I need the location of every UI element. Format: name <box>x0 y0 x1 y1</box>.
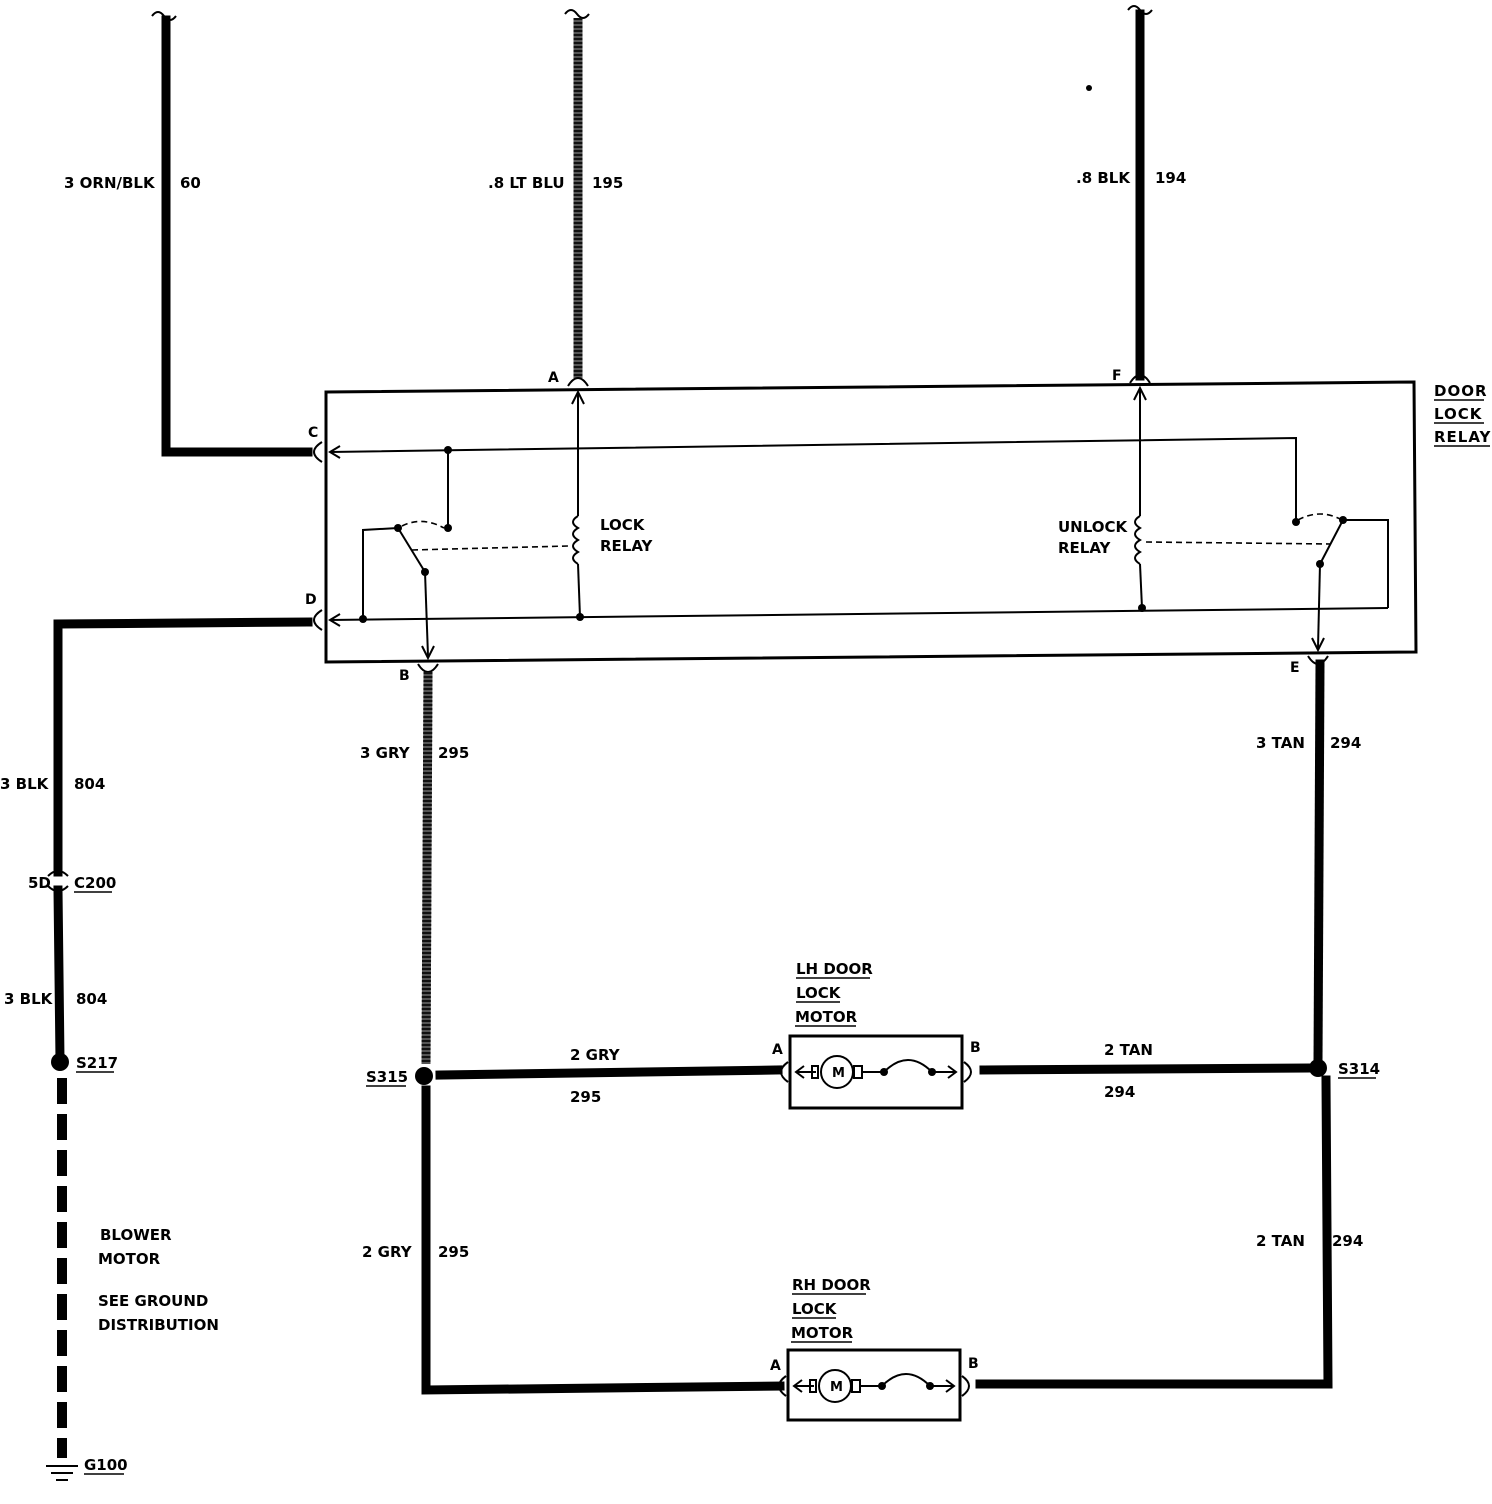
unlock-relay-label-2: RELAY <box>1058 539 1112 557</box>
lock-relay-label-1: LOCK <box>600 516 646 534</box>
wire-294-mid-circuit: 294 <box>1104 1083 1135 1101</box>
lock-relay-label-2: RELAY <box>600 537 654 555</box>
rh-door-lock-motor: RH DOOR LOCK MOTOR A B M <box>770 1276 979 1422</box>
connector-icon <box>963 1061 972 1083</box>
wire-195-gauge-color: .8 LT BLU <box>488 174 565 192</box>
wire-295-lower-circuit: 295 <box>438 1243 469 1261</box>
wire-295-lower-gauge-color: 2 GRY <box>362 1243 413 1261</box>
rh-motor-pin-a: A <box>770 1358 781 1374</box>
wire-60-circuit: 60 <box>180 174 201 192</box>
coil-icon <box>572 515 580 565</box>
wire-295-upper-circuit: 295 <box>438 744 469 762</box>
splice-dot-icon <box>51 1053 69 1071</box>
connector-icon <box>417 663 439 673</box>
wire-804: 3 BLK 804 3 BLK 804 <box>0 617 313 1065</box>
relay-pin-b: B <box>399 668 410 684</box>
connector-icon <box>567 377 589 387</box>
ground-note-2: MOTOR <box>98 1250 161 1268</box>
lh-motor-title-1: LH DOOR <box>796 960 873 978</box>
wire-804-upper-gauge-color: 3 BLK <box>0 775 50 793</box>
g100-label: G100 <box>84 1456 128 1474</box>
splice-s315: S315 <box>366 1067 433 1087</box>
c200-pin: 5D <box>28 874 51 892</box>
rh-motor-title-1: RH DOOR <box>792 1276 871 1294</box>
wire-60: 3 ORN/BLK 60 <box>64 11 313 457</box>
lh-motor-title-3: MOTOR <box>795 1008 858 1026</box>
ground-note-4: DISTRIBUTION <box>98 1316 219 1334</box>
s217-label: S217 <box>76 1054 118 1072</box>
wire-break-icon <box>564 9 590 19</box>
connector-icon <box>313 441 323 463</box>
rh-motor-symbol: M <box>830 1380 843 1395</box>
connector-c200: 5D C200 <box>28 870 116 893</box>
lh-motor-title-2: LOCK <box>796 984 842 1002</box>
lh-motor-pin-b: B <box>970 1040 981 1056</box>
motor-icon: M <box>818 1369 852 1403</box>
relay-title-2: LOCK <box>1434 405 1483 423</box>
wire-294-lower-circuit: 294 <box>1332 1232 1363 1250</box>
door-lock-relay: A F C D B E LOCK RELAY <box>305 368 1492 684</box>
connector-icon <box>1129 374 1151 384</box>
splice-dot-icon <box>415 1067 433 1085</box>
wire-294-mid-gauge-color: 2 TAN <box>1104 1041 1153 1059</box>
unlock-relay-label-1: UNLOCK <box>1058 518 1129 536</box>
relay-pin-c: C <box>308 425 318 441</box>
wire-804-upper-circuit: 804 <box>74 775 105 793</box>
wire-294-lower-gauge-color: 2 TAN <box>1256 1232 1305 1250</box>
ground-g100: G100 BLOWER MOTOR SEE GROUND DISTRIBUTIO… <box>46 1078 219 1481</box>
wire-195-circuit: 195 <box>592 174 623 192</box>
c200-name: C200 <box>74 874 116 892</box>
wire-804-lower-circuit: 804 <box>76 990 107 1008</box>
relay-pin-d: D <box>305 592 317 608</box>
wire-295: 3 GRY 295 2 GRY 295 2 GRY 295 <box>360 671 785 1395</box>
lh-motor-pin-a: A <box>772 1042 783 1058</box>
wire-295-upper-gauge-color: 3 GRY <box>360 744 411 762</box>
coil-icon <box>1134 515 1142 565</box>
s314-label: S314 <box>1338 1060 1380 1078</box>
ground-note-1: BLOWER <box>100 1226 172 1244</box>
wire-294-upper-circuit: 294 <box>1330 734 1361 752</box>
rh-motor-pin-b: B <box>968 1356 979 1372</box>
motor-icon: M <box>820 1055 854 1089</box>
lh-motor-symbol: M <box>832 1066 845 1081</box>
relay-pin-a: A <box>548 370 559 386</box>
wire-60-gauge-color: 3 ORN/BLK <box>64 174 156 192</box>
connector-icon <box>778 1375 787 1397</box>
connector-icon <box>313 609 323 631</box>
wire-294: 3 TAN 294 2 TAN 294 2 TAN 294 <box>975 659 1363 1389</box>
relay-pin-e: E <box>1290 660 1300 676</box>
s315-label: S315 <box>366 1068 408 1086</box>
wire-804-lower-gauge-color: 3 BLK <box>4 990 54 1008</box>
splice-s217: S217 <box>51 1053 118 1073</box>
wire-295-mid-circuit: 295 <box>570 1088 601 1106</box>
relay-title-3: RELAY <box>1434 428 1492 446</box>
splice-dot-icon <box>1309 1059 1327 1077</box>
wire-194: .8 BLK 194 <box>1076 5 1186 381</box>
splice-s314: S314 <box>1309 1059 1380 1079</box>
wire-195: .8 LT BLU 195 <box>488 9 623 378</box>
wire-194-circuit: 194 <box>1155 169 1186 187</box>
lh-door-lock-motor: LH DOOR LOCK MOTOR A B M <box>772 960 981 1110</box>
ground-note-3: SEE GROUND <box>98 1292 208 1310</box>
rh-motor-title-3: MOTOR <box>791 1324 854 1342</box>
rh-motor-title-2: LOCK <box>792 1300 838 1318</box>
relay-pin-f: F <box>1112 368 1122 384</box>
connector-icon <box>47 870 69 877</box>
wire-194-gauge-color: .8 BLK <box>1076 169 1131 187</box>
wire-294-upper-gauge-color: 3 TAN <box>1256 734 1305 752</box>
connector-icon <box>961 1375 970 1397</box>
ground-icon <box>46 1465 78 1481</box>
connector-icon <box>780 1061 789 1083</box>
relay-title-1: DOOR <box>1434 382 1488 400</box>
wire-295-mid-gauge-color: 2 GRY <box>570 1046 621 1064</box>
